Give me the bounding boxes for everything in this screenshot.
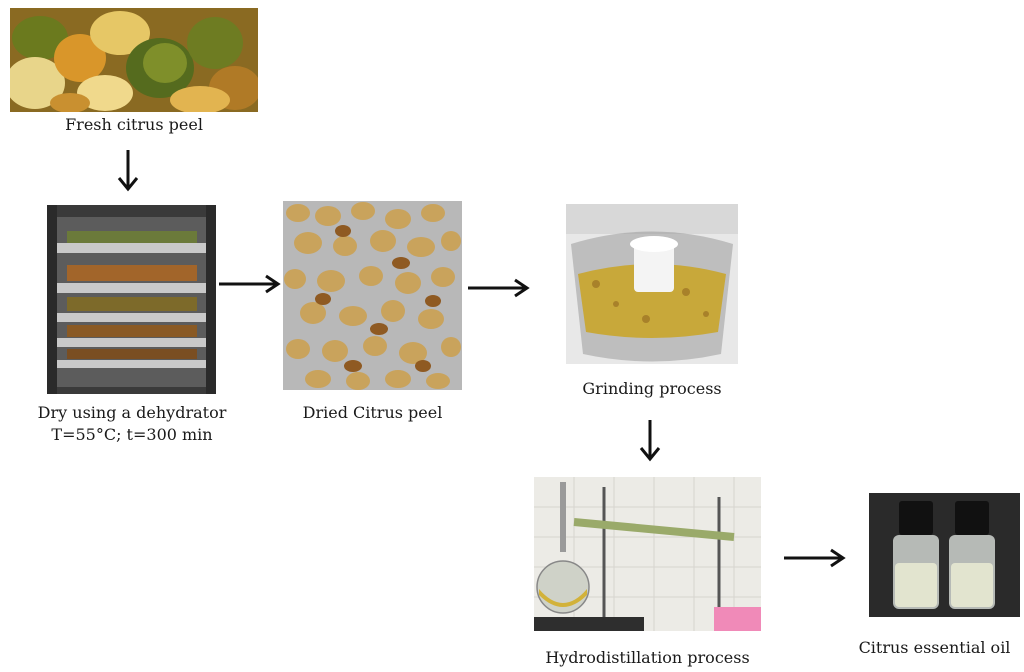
citrus-essential-oil-photo: [869, 493, 1020, 617]
dehydrator-caption: Dry using a dehydrator T=55°C; t=300 min: [37, 403, 227, 444]
dried-citrus-peel-caption: Dried Citrus peel: [302, 403, 443, 422]
fresh-citrus-peel-caption: Fresh citrus peel: [65, 115, 203, 134]
grinding-caption: Grinding process: [582, 379, 722, 398]
dried-citrus-peel-photo: [283, 201, 462, 390]
hydrodistillation-photo: [534, 477, 761, 631]
arrow-right-icon: [784, 548, 846, 568]
fresh-citrus-peel-photo: [10, 8, 258, 112]
arrow-down-icon: [639, 420, 661, 462]
arrow-right-icon: [219, 274, 281, 294]
dehydrator-photo: [47, 205, 216, 394]
hydrodistillation-caption: Hydrodistillation process: [545, 648, 750, 667]
grinding-photo: [566, 204, 738, 364]
arrow-down-icon: [117, 150, 139, 192]
citrus-essential-oil-caption: Citrus essential oil: [858, 638, 1011, 657]
arrow-right-icon: [468, 278, 530, 298]
